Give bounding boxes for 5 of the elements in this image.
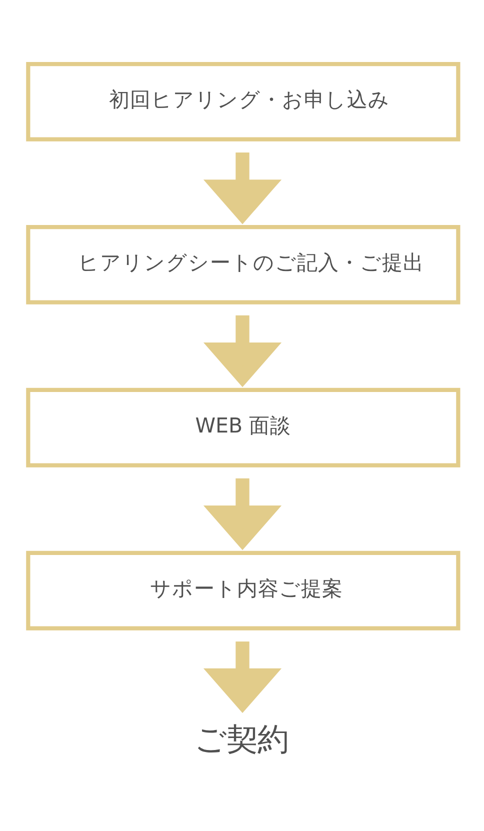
arrow: [202, 152, 282, 224]
arrow: [202, 640, 282, 712]
arrow: [202, 314, 282, 387]
node-text: ご契約: [194, 722, 288, 758]
arrow: [202, 478, 282, 550]
